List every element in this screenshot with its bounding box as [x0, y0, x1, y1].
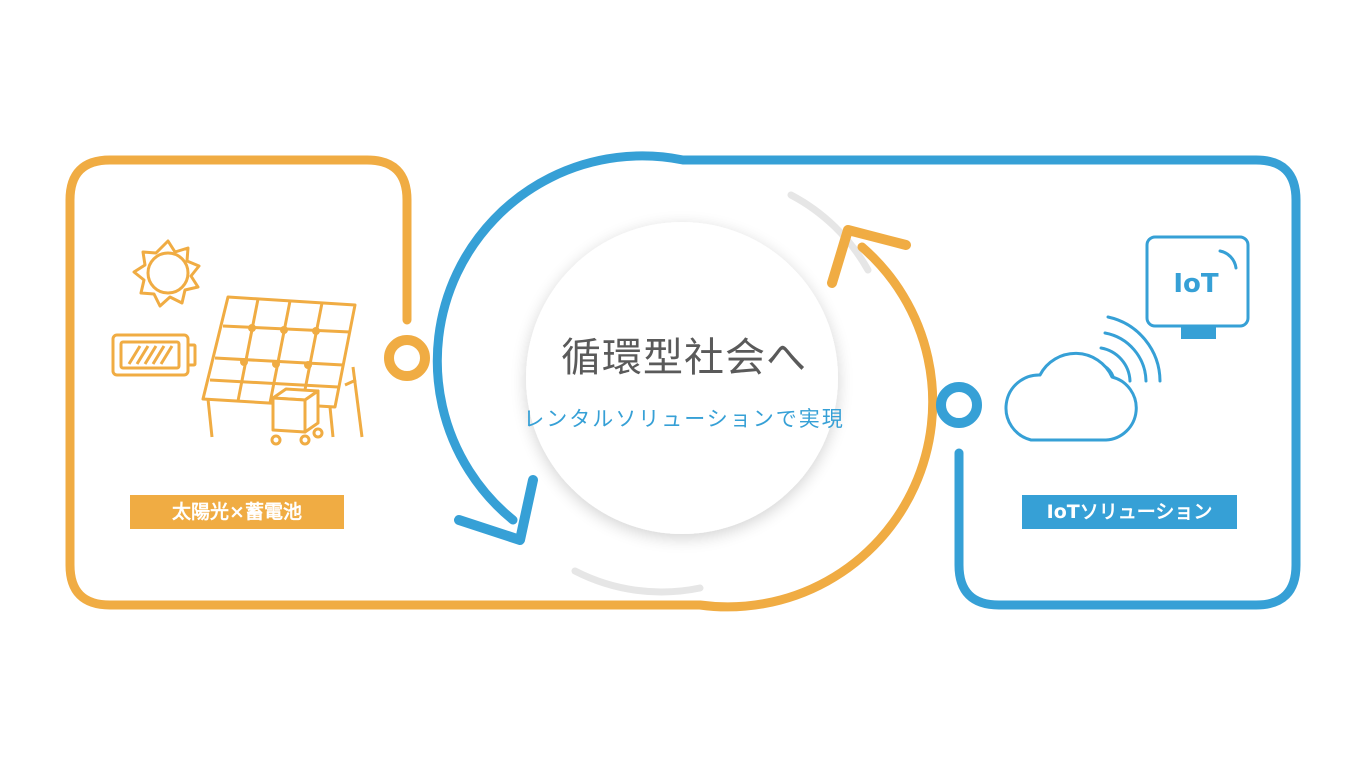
center-subtitle: レンタルソリューションで実現: [523, 407, 845, 431]
solar-battery-label: 太陽光×蓄電池: [172, 501, 302, 523]
battery-icon: [111, 333, 197, 377]
center-circle: [526, 222, 838, 534]
iot-device-icon: [1145, 235, 1250, 339]
center-title: 循環型社会へ: [561, 335, 807, 381]
solar-panel-nodes: [240, 324, 320, 369]
gray-ring-top: [787, 191, 872, 274]
cloud-icon: [1004, 351, 1138, 442]
right-label-bg: [1022, 495, 1237, 529]
orange-arrow-head: [827, 225, 911, 288]
orange-connector-ring: [384, 335, 430, 381]
iot-solution-label: IoTソリューション: [1046, 501, 1213, 523]
left-label-bg: [130, 495, 344, 529]
storage-cart-icon: [270, 387, 324, 446]
sun-icon: [132, 239, 201, 308]
solar-panel-icon: [201, 295, 364, 438]
blue-connector-ring: [936, 382, 982, 428]
gray-ring-bottom: [571, 567, 704, 596]
iot-device-label: IoT: [1173, 269, 1219, 299]
orange-loop: [65, 155, 938, 612]
blue-loop: [432, 151, 1301, 610]
blue-arrow-head: [454, 475, 538, 545]
